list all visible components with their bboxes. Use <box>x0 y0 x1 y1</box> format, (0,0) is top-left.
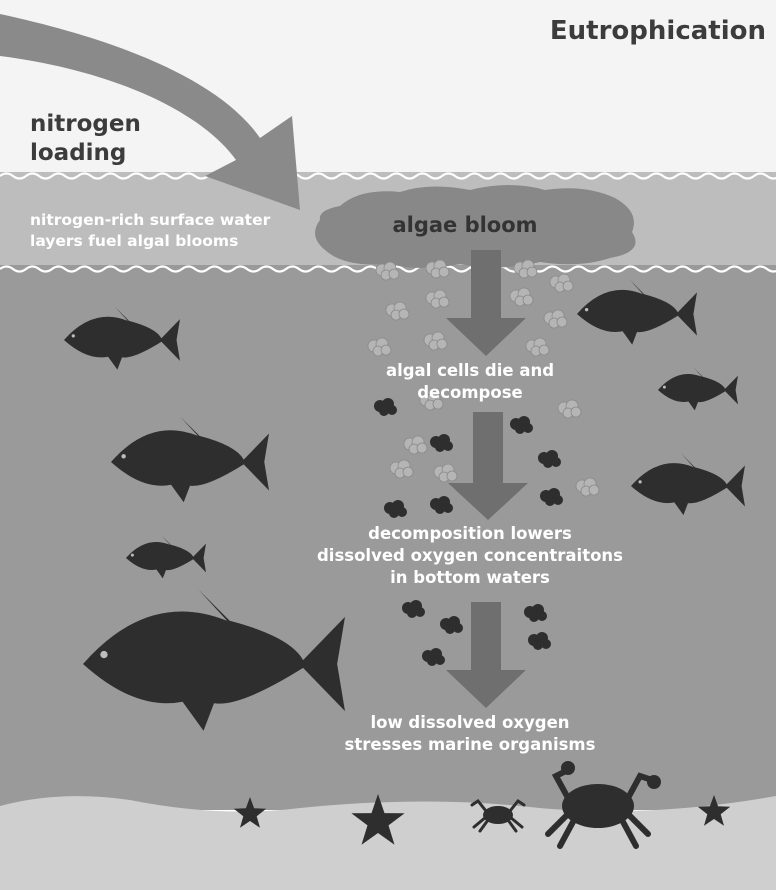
fish-eye <box>100 651 107 658</box>
surface-note-line: layers fuel algal blooms <box>30 231 270 252</box>
step-line: algal cells die and <box>300 360 640 382</box>
nitrogen-loading-line: nitrogen <box>30 110 141 139</box>
step-algal-decay: algal cells die and decompose <box>300 360 640 404</box>
seafloor <box>0 796 776 890</box>
nitrogen-loading-line: loading <box>30 139 141 168</box>
nitrogen-loading-label: nitrogen loading <box>30 110 141 168</box>
fish-eye <box>639 480 642 483</box>
step-line: stresses marine organisms <box>300 734 640 756</box>
fish-eye <box>72 334 75 337</box>
diagram-title: Eutrophication <box>470 16 766 48</box>
step-line: decompose <box>300 382 640 404</box>
step-line: in bottom waters <box>300 567 640 589</box>
fish-eye <box>585 308 588 311</box>
surface-water-note: nitrogen-rich surface water layers fuel … <box>30 210 270 252</box>
surface-note-line: nitrogen-rich surface water <box>30 210 270 231</box>
step-line: low dissolved oxygen <box>300 712 640 734</box>
step-line: decomposition lowers <box>300 523 640 545</box>
fish-eye <box>131 554 134 557</box>
algae-bloom-label: algae bloom <box>330 213 600 239</box>
fish-eye <box>663 386 666 389</box>
step-line: dissolved oxygen concentraitons <box>300 545 640 567</box>
step-oxygen-depletion: decomposition lowers dissolved oxygen co… <box>300 523 640 589</box>
step-marine-stress: low dissolved oxygen stresses marine org… <box>300 712 640 756</box>
fish-eye <box>121 454 125 458</box>
